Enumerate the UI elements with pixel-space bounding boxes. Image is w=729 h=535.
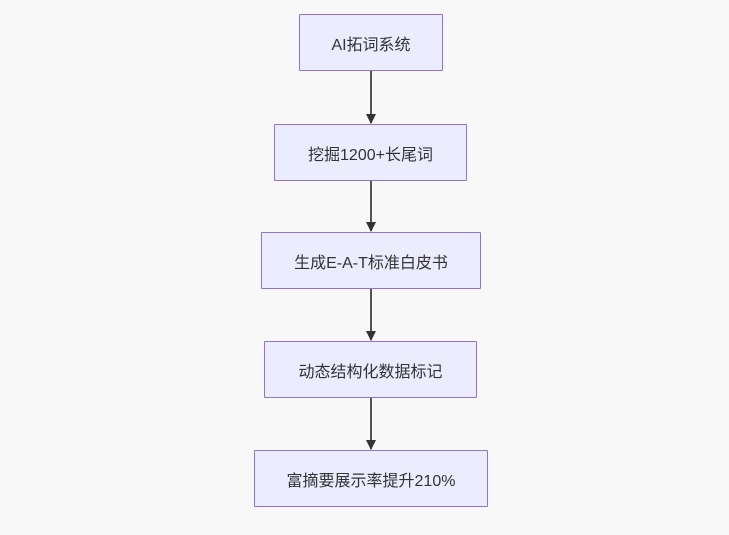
flow-node-eat-whitepaper: 生成E-A-T标准白皮书 xyxy=(261,232,481,289)
flow-node-label: 富摘要展示率提升210% xyxy=(286,472,456,490)
flow-node-label: 挖掘1200+长尾词 xyxy=(308,146,433,164)
flow-node-label: AI拓词系统 xyxy=(331,36,411,54)
arrow-down-connector-1 xyxy=(366,71,376,124)
flow-node-structured-data-markup: 动态结构化数据标记 xyxy=(264,341,477,398)
flow-node-label: 动态结构化数据标记 xyxy=(298,363,443,381)
arrow-down-connector-4 xyxy=(366,398,376,450)
flow-node-longtail-mining: 挖掘1200+长尾词 xyxy=(274,124,467,181)
flow-node-label: 生成E-A-T标准白皮书 xyxy=(294,254,448,272)
flow-node-rich-snippet-result: 富摘要展示率提升210% xyxy=(254,450,488,507)
flow-node-ai-keyword-system: AI拓词系统 xyxy=(299,14,443,71)
arrow-down-connector-2 xyxy=(366,181,376,232)
arrow-down-connector-3 xyxy=(366,289,376,341)
